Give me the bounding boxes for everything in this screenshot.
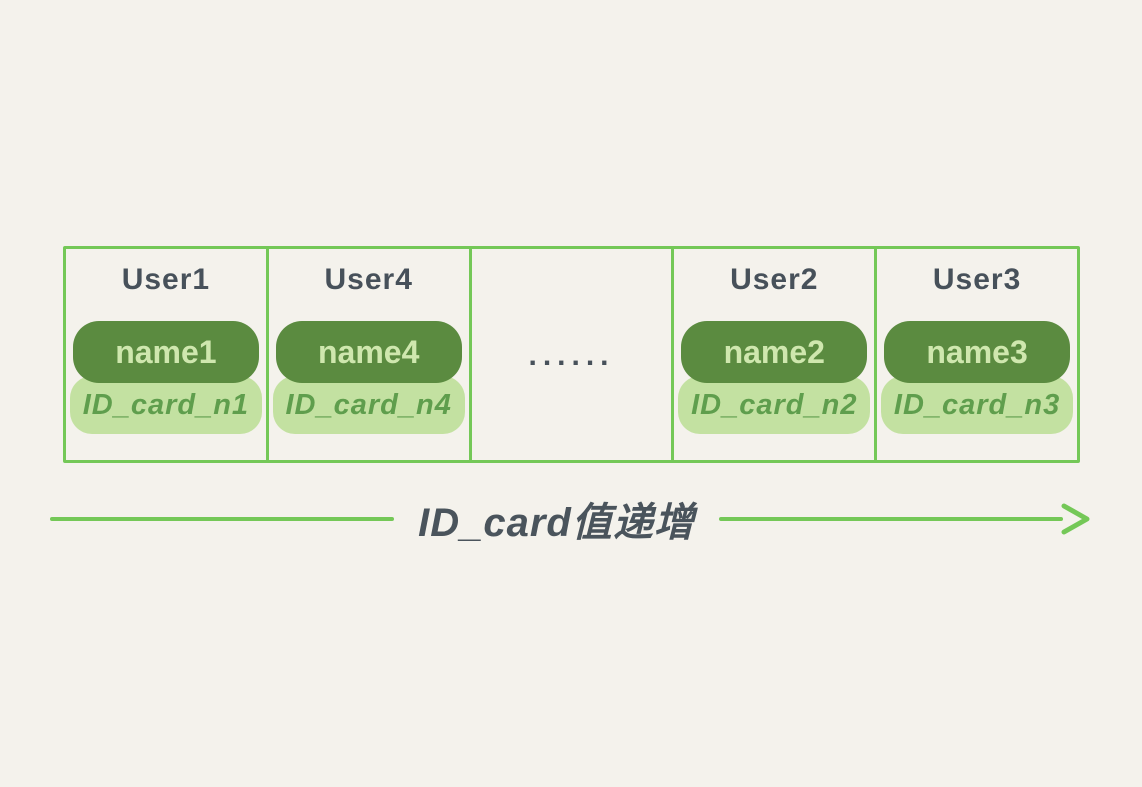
table-cell-ellipsis: ...... xyxy=(472,249,675,460)
user-label: User1 xyxy=(121,263,211,296)
table-cell-user1: User1 name1 ID_card_n1 xyxy=(66,249,269,460)
name-pill: name4 xyxy=(275,321,462,383)
user-label: User3 xyxy=(932,263,1022,296)
idcard-pill: ID_card_n3 xyxy=(881,376,1074,434)
arrow-label: ID_card值递增 xyxy=(418,501,695,545)
idcard-pill: ID_card_n2 xyxy=(678,376,871,434)
idcard-pill: ID_card_n4 xyxy=(272,376,465,434)
table-cell-user2: User2 name2 ID_card_n2 xyxy=(674,249,878,460)
user-label: User2 xyxy=(730,263,819,296)
arrow-head-icon xyxy=(1061,503,1090,535)
idcard-increasing-arrow: ID_card值递增 xyxy=(50,478,1092,560)
table-cell-user4: User4 name4 ID_card_n4 xyxy=(269,249,472,460)
name-pill: name1 xyxy=(72,321,259,383)
name-pill: name2 xyxy=(681,321,868,383)
table-cell-user3: User3 name3 ID_card_n3 xyxy=(877,249,1077,460)
user-table: User1 name1 ID_card_n1 User4 name4 ID_ca… xyxy=(63,246,1080,463)
ellipsis-dots: ...... xyxy=(528,339,615,372)
user-label: User4 xyxy=(324,263,413,296)
idcard-pill: ID_card_n1 xyxy=(69,376,262,434)
arrow-line-left xyxy=(50,517,395,521)
name-pill: name3 xyxy=(884,321,1071,383)
arrow-line-right xyxy=(718,517,1063,521)
